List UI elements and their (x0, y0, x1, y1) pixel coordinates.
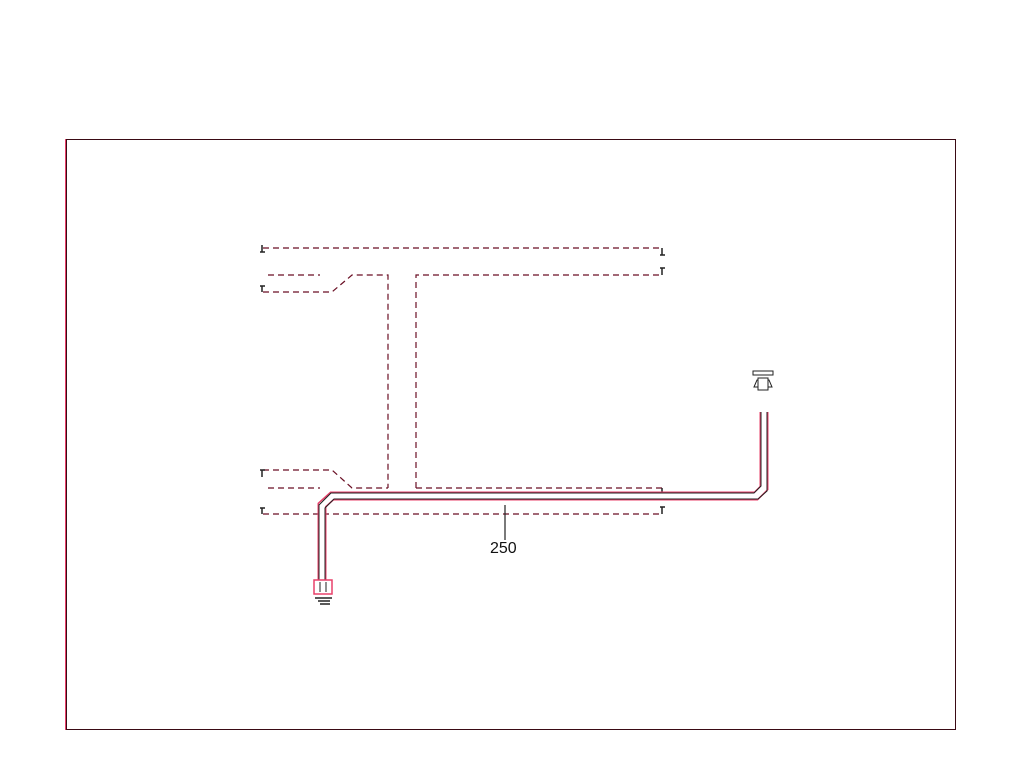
ghost-vehicle-outline (263, 247, 662, 515)
drawing-frame (66, 139, 956, 730)
harness-250 (313, 370, 774, 605)
end-ticks (260, 245, 665, 514)
connector-bottom (313, 579, 333, 595)
connector-top-cap (752, 370, 774, 376)
callout-label-250: 250 (490, 540, 517, 557)
